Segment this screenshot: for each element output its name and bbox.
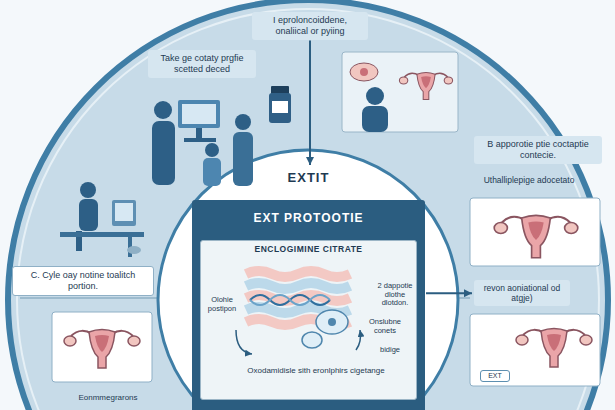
node-text: EXT — [483, 372, 507, 380]
illustration-part — [470, 314, 600, 386]
illustration-part — [246, 307, 350, 313]
flow-arrow — [426, 292, 472, 294]
medicine-bottle — [269, 86, 291, 123]
helix-strand — [250, 295, 330, 305]
illustration-part — [235, 114, 251, 130]
cycle-arrow — [236, 330, 252, 354]
node-text: I eproloncoiddene, onaliical or pyiing — [257, 15, 363, 37]
illustration-part — [196, 128, 202, 138]
illustration-part — [154, 101, 172, 119]
cell — [316, 310, 348, 334]
endometrium-bands — [246, 271, 350, 325]
illustration-part — [60, 232, 144, 237]
outer-ring — [8, 0, 608, 410]
illustration-part — [178, 100, 220, 128]
anatomy-box-left-bottom — [52, 312, 152, 382]
step-panel: B apporotie ptie coctaptie contecie. — [474, 136, 602, 164]
illustration-part — [246, 319, 350, 325]
node-text: B apporotie ptie coctaptie contecie. — [479, 139, 597, 161]
illustration-part — [342, 52, 458, 132]
illustration-part — [494, 215, 578, 257]
ring-inner-edge — [17, 9, 599, 410]
side-note: Onslubne conets — [357, 318, 413, 335]
illustration-part — [246, 271, 350, 277]
illustration-part — [271, 86, 289, 94]
consultation-panel — [342, 52, 458, 132]
cell-nucleus — [328, 318, 336, 326]
illustration-part — [64, 330, 140, 369]
illustration-part — [182, 104, 216, 124]
illustration-part — [246, 283, 350, 289]
node-text: C. Cyle oay notine toalitch portion. — [18, 270, 148, 292]
illustration-part — [362, 106, 388, 132]
node-text: Take ge cotaty prgfie scetted deced — [153, 53, 251, 75]
illustration-title: ENCLOGIMINE CITRATE — [206, 244, 411, 254]
illustration-part — [360, 68, 368, 76]
illustration-part — [233, 132, 253, 186]
helix-strand — [250, 295, 330, 305]
illustration-part — [399, 72, 452, 99]
bottom-note: Oxodamidisle sith eronlphirs cigetange — [246, 366, 386, 375]
illustration-part — [366, 87, 384, 105]
illustration-part — [112, 200, 136, 226]
step-panel: I eproloncoiddene, onaliical or pyiing — [252, 12, 368, 40]
panel-title: EXT PROTOOTIE — [197, 211, 420, 225]
cell — [302, 332, 322, 348]
illustration-part — [115, 203, 133, 221]
illustration-part — [470, 198, 600, 266]
caption-note: Uthalliplepige adocetato — [468, 176, 590, 186]
tag-box: EXT — [480, 370, 510, 382]
illustration-part — [127, 246, 141, 254]
anatomy-box-right-bottom — [470, 314, 600, 386]
step-panel: C. Cyle oay notine toalitch portion. — [12, 266, 154, 296]
person-at-desk — [60, 182, 144, 257]
illustration-part — [272, 101, 288, 113]
flow-arrow — [309, 41, 311, 165]
illustration-part — [184, 138, 216, 142]
illustration-part — [516, 329, 592, 368]
side-note: 2 dappotie dlothe dlotdon. — [371, 282, 419, 308]
segment-divider — [20, 297, 160, 299]
node-text: revon aoniational od atgje) — [479, 283, 565, 303]
illustration-part — [350, 63, 378, 81]
step-panel: Take ge cotaty prgfie scetted deced — [148, 50, 256, 78]
illustration-part — [52, 312, 152, 382]
inner-circle — [158, 150, 458, 410]
anatomy-box-right-top — [470, 198, 600, 266]
step-panel: revon aoniational od atgje) — [474, 280, 570, 306]
illustration-part — [152, 121, 175, 185]
panel-heading: EXTIT — [192, 170, 425, 186]
illustration-part — [205, 143, 219, 157]
caption-note: Eonmmegrarons — [56, 393, 160, 402]
illustration-part — [80, 182, 96, 198]
side-note: Olohie postipon — [203, 296, 241, 313]
side-note: bidige — [368, 346, 412, 355]
cycle-arrow — [356, 330, 361, 350]
illustration-part — [79, 199, 98, 231]
illustration-part — [203, 158, 221, 186]
illustration-part — [246, 295, 350, 301]
illustration-part — [269, 93, 291, 123]
team-at-computer — [152, 100, 253, 186]
